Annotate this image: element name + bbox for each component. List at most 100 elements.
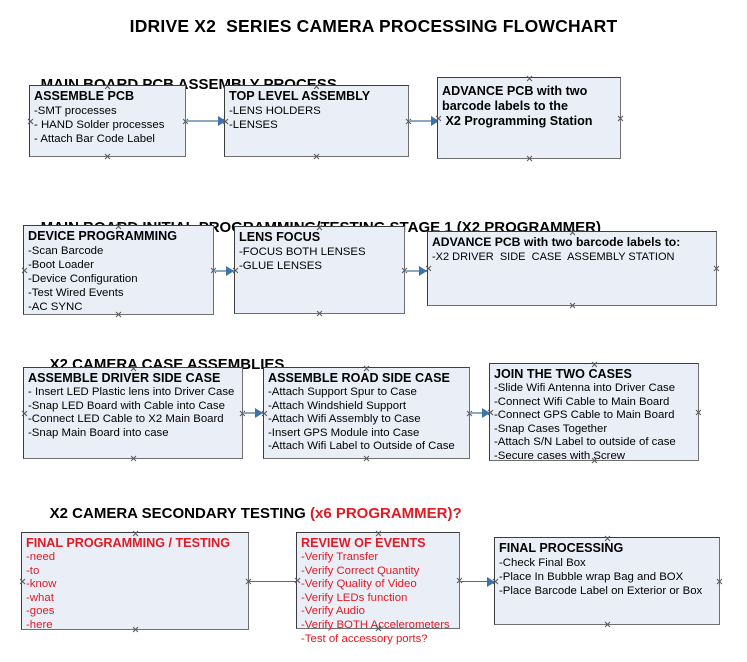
node-assemble-driver-side-case[interactable]: ASSEMBLE DRIVER SIDE CASE - Insert LED P… — [23, 367, 243, 459]
node-line: -Attach Wifi Assembly to Case — [268, 413, 421, 426]
connector-final-programming-outgoing — [249, 581, 296, 582]
connection-handle-bottom[interactable] — [132, 626, 139, 633]
node-line: -Verify Audio — [301, 605, 365, 618]
connection-handle-top[interactable] — [604, 535, 611, 542]
node-line: -what — [26, 591, 54, 604]
node-line: -Verify Transfer — [301, 551, 379, 563]
node-join-the-two-cases[interactable]: JOIN THE TWO CASES -Slide Wifi Antenna i… — [487, 361, 702, 464]
connection-handle-left[interactable] — [222, 118, 229, 125]
connection-handle-right[interactable] — [713, 265, 720, 272]
connection-handle-top[interactable] — [132, 530, 139, 537]
connection-handle-left[interactable] — [21, 267, 28, 274]
connector-review-of-events-to-final-processing — [460, 581, 494, 582]
node-title: JOIN THE TWO CASES — [494, 367, 632, 381]
node-title: REVIEW OF EVENTS — [301, 536, 426, 550]
connection-handle-left[interactable] — [19, 578, 26, 585]
node-line: -Attach Support Spur to Case — [268, 386, 417, 398]
connection-handle-bottom[interactable] — [104, 153, 111, 160]
node-line: -Place In Bubble wrap Bag and BOX — [499, 571, 684, 583]
connection-handle-right[interactable] — [695, 409, 702, 416]
node-line: -GLUE LENSES — [239, 260, 322, 272]
connection-handle-bottom[interactable] — [591, 457, 598, 464]
node-line: -Attach Wifi Label to Outside of Case — [268, 440, 455, 453]
connection-handle-top[interactable] — [591, 361, 598, 368]
connection-handle-top[interactable] — [313, 83, 320, 90]
node-line: -SMT processes — [34, 105, 117, 117]
node-title: LENS FOCUS — [239, 230, 321, 244]
node-line: -Secure cases with Screw — [494, 449, 626, 462]
node-title: ASSEMBLE ROAD SIDE CASE — [268, 371, 450, 385]
node-title: FINAL PROCESSING — [499, 541, 624, 555]
node-line: - Insert LED Plastic lens into Driver Ca… — [28, 386, 235, 398]
connector-top-level-assembly-to-advance-pcb — [409, 120, 441, 122]
node-title: ADVANCE PCB with two barcode labels to: — [432, 235, 681, 249]
connection-handle-bottom[interactable] — [363, 455, 370, 462]
connection-handle-left[interactable] — [492, 578, 499, 585]
connection-handle-top[interactable] — [375, 530, 382, 537]
node-line: -Insert GPS Module into Case — [268, 426, 420, 439]
connection-handle-left[interactable] — [27, 118, 34, 125]
connection-handle-top[interactable] — [115, 223, 122, 230]
connection-handle-left[interactable] — [294, 577, 301, 584]
connection-handle-top[interactable] — [569, 229, 576, 236]
connection-handle-bottom[interactable] — [569, 302, 576, 309]
node-line: -Slide Wifi Antenna into Driver Case — [494, 382, 676, 394]
connector-assemble-pcb-to-top-level-assembly — [186, 120, 224, 122]
connection-handle-bottom[interactable] — [375, 625, 382, 632]
node-title: DEVICE PROGRAMMING — [28, 229, 178, 243]
page-title: IDRIVE X2 SERIES CAMERA PROCESSING FLOWC… — [129, 16, 618, 36]
connection-handle-bottom[interactable] — [115, 311, 122, 318]
connection-handle-left[interactable] — [487, 409, 494, 416]
node-title: ADVANCE PCB with two — [442, 84, 588, 98]
connection-handle-top[interactable] — [363, 365, 370, 372]
node-advance-pcb-to-driver-side-case-station[interactable]: ADVANCE PCB with two barcode labels to: … — [427, 231, 717, 306]
node-device-programming[interactable]: DEVICE PROGRAMMING -Scan Barcode -Boot L… — [23, 225, 214, 315]
node-line: - HAND Solder processes — [34, 119, 165, 131]
connection-handle-right[interactable] — [716, 578, 723, 585]
node-review-of-events[interactable]: REVIEW OF EVENTS -Verify Transfer -Verif… — [294, 530, 460, 645]
node-line: -Snap Cases Together — [494, 422, 608, 435]
connector-lens-focus-to-advance-pcb — [405, 270, 429, 272]
connection-handle-left[interactable] — [435, 115, 442, 122]
node-line: -Device Configuration — [28, 273, 138, 285]
node-final-programming-testing[interactable]: FINAL PROGRAMMING / TESTING -need -to -k… — [19, 530, 249, 633]
node-line: -know — [26, 578, 57, 591]
node-title-line2: barcode labels to the — [442, 99, 568, 113]
node-lens-focus[interactable]: LENS FOCUS -FOCUS BOTH LENSES -GLUE LENS… — [234, 226, 405, 314]
node-line: -LENS HOLDERS — [229, 105, 321, 117]
connection-handle-bottom[interactable] — [316, 310, 323, 317]
node-top-level-assembly[interactable]: TOP LEVEL ASSEMBLY -LENS HOLDERS -LENSES — [224, 85, 409, 157]
connection-handle-bottom[interactable] — [604, 621, 611, 628]
node-line: -LENSES — [229, 119, 278, 131]
node-line: -to — [26, 564, 40, 577]
node-title: FINAL PROGRAMMING / TESTING — [26, 536, 231, 550]
node-line: -Boot Loader — [28, 259, 94, 271]
section-heading-text: X2 CAMERA SECONDARY TESTING — [49, 505, 310, 522]
node-line: -Verify Correct Quantity — [301, 564, 420, 577]
node-final-processing[interactable]: FINAL PROCESSING -Check Final Box -Place… — [494, 537, 720, 625]
node-assemble-road-side-case[interactable]: ASSEMBLE ROAD SIDE CASE -Attach Support … — [263, 367, 470, 459]
node-assemble-pcb[interactable]: ASSEMBLE PCB -SMT processes - HAND Solde… — [29, 85, 186, 157]
node-line-overflow: -Test of accessory ports? — [301, 632, 428, 645]
connection-handle-left[interactable] — [21, 410, 28, 417]
node-line: -Test Wired Events — [28, 287, 124, 299]
connection-handle-left[interactable] — [232, 267, 239, 274]
connection-handle-top[interactable] — [104, 83, 111, 90]
connector-arrowhead — [419, 266, 427, 276]
connection-handle-top[interactable] — [316, 224, 323, 231]
connection-handle-top[interactable] — [526, 75, 533, 82]
connection-handle-bottom[interactable] — [130, 455, 137, 462]
connection-handle-left[interactable] — [261, 410, 268, 417]
node-line: -Snap LED Board with Cable into Case — [28, 399, 225, 412]
connection-handle-top[interactable] — [130, 365, 137, 372]
connection-handle-right[interactable] — [617, 115, 624, 122]
node-line: -Check Final Box — [499, 557, 586, 569]
node-advance-pcb-to-x2-programming-station[interactable]: ADVANCE PCB with two barcode labels to t… — [437, 77, 621, 159]
connection-handle-bottom[interactable] — [313, 153, 320, 160]
node-line: -FOCUS BOTH LENSES — [239, 246, 366, 258]
connection-handle-bottom[interactable] — [526, 155, 533, 162]
node-title-line3: X2 Programming Station — [442, 114, 593, 128]
connection-handle-left[interactable] — [425, 265, 432, 272]
node-line: -Verify Quality of Video — [301, 578, 417, 591]
node-line: -Connect GPS Cable to Main Board — [494, 409, 675, 422]
